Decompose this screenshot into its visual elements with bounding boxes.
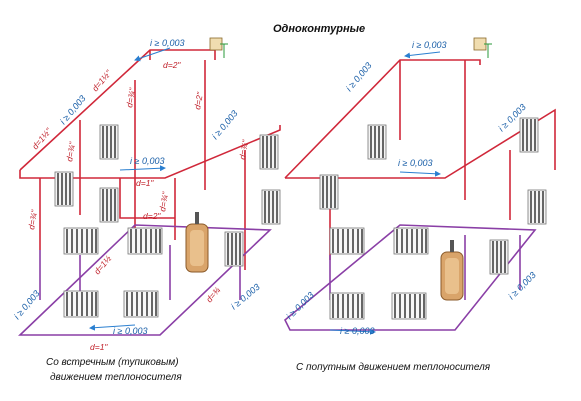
flow-arrow-icon	[134, 47, 171, 62]
diameter-label: d=1"	[90, 342, 108, 352]
radiator-icon	[99, 187, 119, 223]
boiler-icon	[440, 239, 464, 301]
diameter-label: d=2"	[163, 60, 181, 70]
left-caption-line1: Со встречным (тупиковым)	[46, 357, 179, 368]
diameter-label: d=1½"	[90, 67, 114, 93]
diameter-label: d=¾"	[26, 208, 39, 230]
expansion-tank-icon	[473, 37, 493, 59]
slope-label: i ≥ 0,003	[130, 156, 164, 166]
diameter-label: d=2"	[143, 211, 161, 221]
flow-arrow-icon	[119, 165, 166, 172]
radiator-icon	[63, 290, 99, 318]
radiator-icon	[329, 227, 365, 255]
slope-label: i ≥ 0,003	[398, 158, 432, 168]
slope-label: i ≥ 0,003	[506, 270, 537, 301]
slope-label: i ≥ 0,003	[344, 60, 374, 93]
radiator-icon	[391, 292, 427, 320]
radiator-icon	[519, 117, 539, 153]
radiator-icon	[367, 124, 387, 160]
radiator-icon	[393, 227, 429, 255]
radiator-icon	[261, 189, 281, 225]
flow-arrow-icon	[329, 328, 376, 335]
radiator-icon	[329, 292, 365, 320]
boiler-icon	[185, 211, 209, 273]
flow-arrow-icon	[399, 170, 441, 177]
diameter-label: d=1"	[136, 178, 154, 188]
diameter-label: d=2"	[192, 90, 205, 110]
radiator-icon	[99, 124, 119, 160]
slope-label: i ≥ 0,003	[229, 282, 262, 312]
radiator-icon	[63, 227, 99, 255]
slope-label: i ≥ 0,003	[284, 290, 315, 321]
flow-arrow-icon	[404, 51, 441, 59]
diameter-label: d=¾"	[237, 138, 250, 160]
slope-label: i ≥ 0,003	[412, 40, 446, 50]
diameter-label: d=¾"	[157, 190, 170, 212]
radiator-icon	[54, 171, 74, 207]
radiator-icon	[527, 189, 547, 225]
diameter-label: d=¾"	[64, 140, 77, 162]
slope-label: i ≥ 0,003	[12, 288, 42, 321]
radiator-icon	[123, 290, 159, 318]
diagram-title: Одноконтурные	[273, 23, 365, 35]
diameter-label: d=1½"	[30, 125, 54, 151]
radiator-icon	[319, 174, 339, 210]
radiator-icon	[224, 231, 244, 267]
radiator-icon	[127, 227, 163, 255]
slope-label: i ≥ 0,003	[150, 38, 184, 48]
diameter-label: d=1½	[92, 253, 113, 276]
left-caption-line2: движением теплоносителя	[50, 372, 182, 383]
flow-arrow-icon	[89, 324, 136, 331]
right-scheme: i ≥ 0,003 i ≥ 0,003 i ≥ 0,003 i ≥ 0,003 …	[283, 37, 556, 336]
slope-label: i ≥ 0,003	[340, 326, 374, 336]
left-scheme: i ≥ 0,003 i ≥ 0,003 i ≥ 0,003 i ≥ 0,003 …	[12, 37, 281, 352]
radiator-icon	[489, 239, 509, 275]
slope-label: i ≥ 0,003	[210, 108, 240, 141]
slope-label: i ≥ 0,003	[113, 326, 147, 336]
diameter-label: d=¾"	[124, 86, 137, 108]
expansion-tank-icon	[209, 37, 229, 59]
radiator-icon	[259, 134, 279, 170]
diameter-label: d=¾	[204, 285, 222, 304]
right-caption: С попутным движением теплоносителя	[296, 362, 491, 373]
